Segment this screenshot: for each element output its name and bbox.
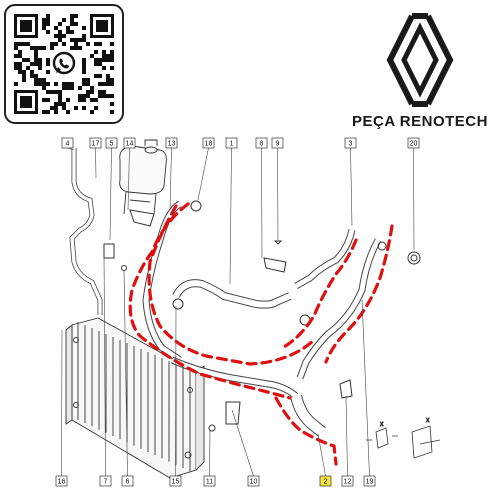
callout-leader-8: [261, 147, 263, 259]
callout-box-4[interactable]: [61, 137, 74, 149]
callout-leader-14: [127, 147, 130, 211]
svg-text:x: x: [380, 421, 384, 428]
callout-box-3[interactable]: [344, 137, 357, 149]
callout-box-20[interactable]: [407, 137, 420, 149]
callout-label-10: 10: [250, 479, 258, 486]
callout-box-19[interactable]: [363, 475, 376, 487]
expansion-tank: [119, 139, 167, 215]
radiator: [65, 317, 205, 479]
renault-logo-icon: [386, 13, 454, 107]
callout-leader-11: [209, 429, 211, 477]
callout-label-11: 11: [206, 479, 213, 486]
callout-label-1: 1: [230, 141, 234, 148]
callout-label-19: 19: [366, 479, 374, 486]
callout-box-2[interactable]: [319, 475, 332, 487]
callout-leader-2: [317, 433, 326, 477]
callout-leader-6: [123, 269, 128, 477]
callout-leader-19: [361, 299, 370, 477]
callout-label-9: 9: [276, 141, 280, 148]
callout-box-12[interactable]: [341, 475, 354, 487]
callout-leader-10: [231, 409, 254, 477]
callout-leader-20: [413, 147, 415, 251]
callout-box-1[interactable]: [225, 137, 238, 149]
callout-box-11[interactable]: [203, 475, 216, 487]
brand-name: PEÇA RENOTECH: [352, 113, 488, 130]
callout-label-2: 2: [324, 479, 328, 486]
callout-leader-3: [350, 147, 353, 227]
callout-label-5: 5: [110, 141, 114, 148]
callout-box-13[interactable]: [165, 137, 178, 149]
callout-label-15: 15: [172, 479, 180, 486]
callout-box-15[interactable]: [169, 475, 182, 487]
callout-box-10[interactable]: [247, 475, 260, 487]
whatsapp-icon: [51, 50, 77, 76]
svg-text:x: x: [426, 417, 430, 424]
callout-leader-16: [61, 329, 63, 477]
callout-box-8[interactable]: [255, 137, 268, 149]
callout-label-4: 4: [66, 141, 70, 148]
callout-box-5[interactable]: [105, 137, 118, 149]
callout-box-16[interactable]: [55, 475, 68, 487]
callout-leader-13: [169, 147, 172, 211]
highlight-route: [128, 202, 394, 466]
callout-label-14: 14: [126, 141, 134, 148]
callout-label-6: 6: [126, 479, 130, 486]
callout-leader-1: [229, 147, 232, 285]
callout-box-9[interactable]: [271, 137, 284, 149]
callout-label-18: 18: [205, 141, 213, 148]
callout-label-12: 12: [344, 479, 352, 486]
callout-box-18[interactable]: [202, 137, 215, 149]
callout-leader-9: [277, 147, 279, 241]
callout-label-16: 16: [58, 479, 66, 486]
callout-label-8: 8: [260, 141, 264, 148]
callout-leader-18: [197, 147, 209, 201]
callout-box-14[interactable]: [123, 137, 136, 149]
qr-code[interactable]: [4, 4, 124, 124]
callout-leader-12: [345, 395, 348, 477]
callout-leader-15: [175, 305, 177, 477]
callout-label-3: 3: [349, 141, 353, 148]
callout-leader-17: [95, 147, 97, 179]
callout-leader-7: [103, 255, 106, 477]
callout-box-7[interactable]: [99, 475, 112, 487]
callout-label-17: 17: [92, 141, 100, 148]
callout-label-20: 20: [410, 141, 418, 148]
hoses: x x: [69, 148, 441, 459]
callout-leader-5: [109, 147, 112, 241]
callout-label-13: 13: [168, 141, 176, 148]
callout-box-17[interactable]: [89, 137, 102, 149]
callout-box-6[interactable]: [121, 475, 134, 487]
callout-label-7: 7: [104, 479, 108, 486]
